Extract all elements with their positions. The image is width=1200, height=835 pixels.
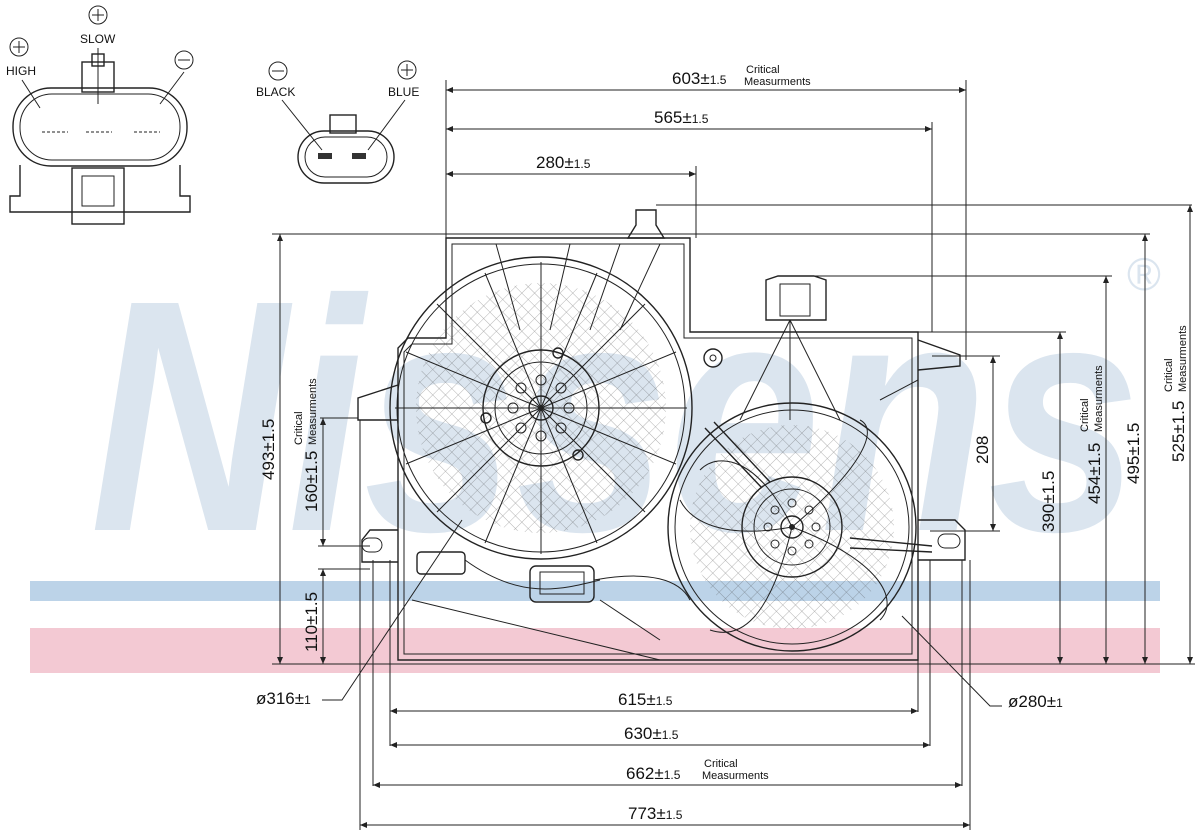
critical-note: Critical [1163,358,1175,392]
dim-label-565: 565±1.5 [654,108,709,127]
registered-mark: ® [1127,248,1161,300]
fan-shroud [357,209,966,661]
minus-icon [268,61,288,81]
dim-label-603: 603±1.5 [672,69,727,88]
right-fan [667,402,933,652]
plus-icon [9,37,29,57]
dim-label-630: 630±1.5 [624,724,679,743]
dim-label-280: 280±1.5 [536,153,591,172]
plus-icon [397,60,417,80]
dim-label-615: 615±1.5 [618,690,673,709]
dim-label-160: 160±1.5 [302,451,321,512]
minus-icon [174,50,194,70]
dim-label-dia-316: ø316±1 [256,689,311,708]
dim-label-525: 525±1.5 [1169,401,1188,462]
dim-label-493: 493±1.5 [259,419,278,480]
connector-2pin: BLACK BLUE [256,60,419,184]
dim-label-773: 773±1.5 [628,804,683,823]
dim-label-208: 208 [973,436,992,464]
critical-note: Measurments [702,770,769,782]
pin-label-blue: BLUE [388,85,419,99]
critical-note: Critical [746,64,780,76]
leader-316 [322,519,463,701]
dim-label-495: 495±1.5 [1124,423,1143,484]
critical-note: Critical [704,758,738,770]
left-fan [389,256,693,560]
critical-note: Measurments [307,378,319,445]
dim-label-110: 110±1.5 [302,592,321,652]
dim-label-390: 390±1.5 [1039,471,1058,532]
connector-3pin: HIGH SLOW [6,5,194,225]
critical-note: Measurments [1177,325,1189,392]
dim-label-dia-280: ø280±1 [1008,692,1063,711]
dim-label-662: 662±1.5 [626,764,681,783]
critical-note: Measurments [744,76,811,88]
critical-note: Critical [293,411,305,445]
plus-icon [88,5,108,25]
dim-label-454: 454±1.5 [1085,443,1104,504]
pin-label-high: HIGH [6,64,36,78]
leader-280 [901,615,1002,707]
pin-label-black: BLACK [256,85,295,99]
watermark-blue-band [30,581,1160,601]
critical-note: Critical [1079,398,1091,432]
pin-label-slow: SLOW [80,32,116,46]
watermark-red-band [30,628,1160,673]
critical-note: Measurments [1093,365,1105,432]
